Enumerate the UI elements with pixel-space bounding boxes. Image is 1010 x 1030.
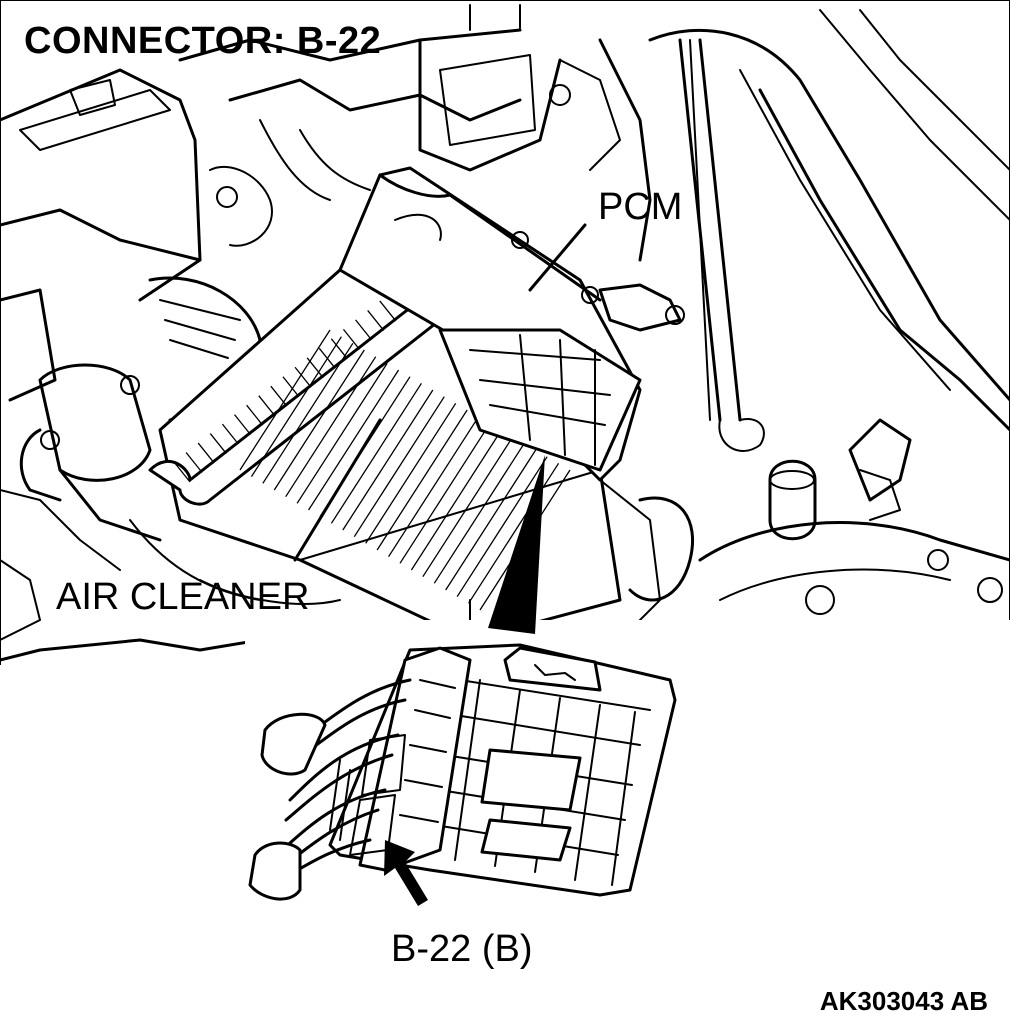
filter-hatch-line bbox=[342, 389, 434, 531]
duct-rib bbox=[379, 300, 397, 322]
filter-hatch-line bbox=[410, 429, 502, 571]
duct-rib bbox=[173, 461, 191, 483]
filter-hatch-line bbox=[296, 362, 388, 504]
filter-hatch-line bbox=[376, 409, 468, 551]
pcm-label: PCM bbox=[598, 186, 683, 228]
pcm-drawing bbox=[338, 166, 685, 482]
air-cleaner-drawing bbox=[148, 268, 622, 642]
filter-hatch-line bbox=[250, 336, 342, 478]
pcm-leader-line bbox=[528, 223, 587, 292]
filter-hatch-line bbox=[388, 416, 480, 558]
filter-hatch-line bbox=[285, 356, 377, 498]
duct-rib bbox=[355, 319, 373, 341]
filter-hatch-line bbox=[273, 349, 365, 491]
duct-rib bbox=[221, 423, 239, 445]
filter-hatch-line bbox=[330, 382, 422, 524]
filter-hatch-line bbox=[399, 422, 491, 564]
connector-label: B-22 (B) bbox=[391, 928, 533, 970]
filter-hatch-line bbox=[433, 442, 525, 584]
air-cleaner-leader-line bbox=[293, 418, 382, 562]
filter-hatch-line bbox=[262, 342, 354, 484]
page-title: CONNECTOR: B-22 bbox=[24, 20, 382, 62]
filter-hatch-line bbox=[422, 436, 514, 578]
callout-pointer bbox=[488, 455, 545, 634]
connector-arrow bbox=[384, 840, 428, 906]
filter-hatch-line bbox=[239, 329, 331, 471]
duct-rib bbox=[282, 376, 300, 398]
filter-hatch-line bbox=[308, 369, 400, 511]
filter-hatch-line bbox=[456, 456, 548, 598]
duct-rib bbox=[185, 452, 203, 473]
figure-code: AK303043 AB bbox=[819, 986, 988, 1016]
duct-rib bbox=[234, 414, 252, 436]
duct-rib bbox=[367, 310, 385, 331]
duct-rib bbox=[294, 366, 312, 388]
duct-rib bbox=[258, 395, 276, 417]
connector-inset-drawing bbox=[248, 643, 677, 901]
air-cleaner-label: AIR CLEANER bbox=[56, 576, 310, 618]
duct-rib bbox=[342, 328, 360, 350]
filter-hatch-line bbox=[445, 449, 537, 591]
engine-bay-background bbox=[0, 4, 1010, 662]
filter-hatch-line bbox=[353, 396, 445, 538]
duct-rib bbox=[246, 404, 264, 426]
filter-hatch-line bbox=[365, 402, 457, 544]
duct-rib bbox=[270, 385, 288, 407]
duct-rib bbox=[197, 442, 215, 464]
duct-rib bbox=[209, 433, 227, 454]
